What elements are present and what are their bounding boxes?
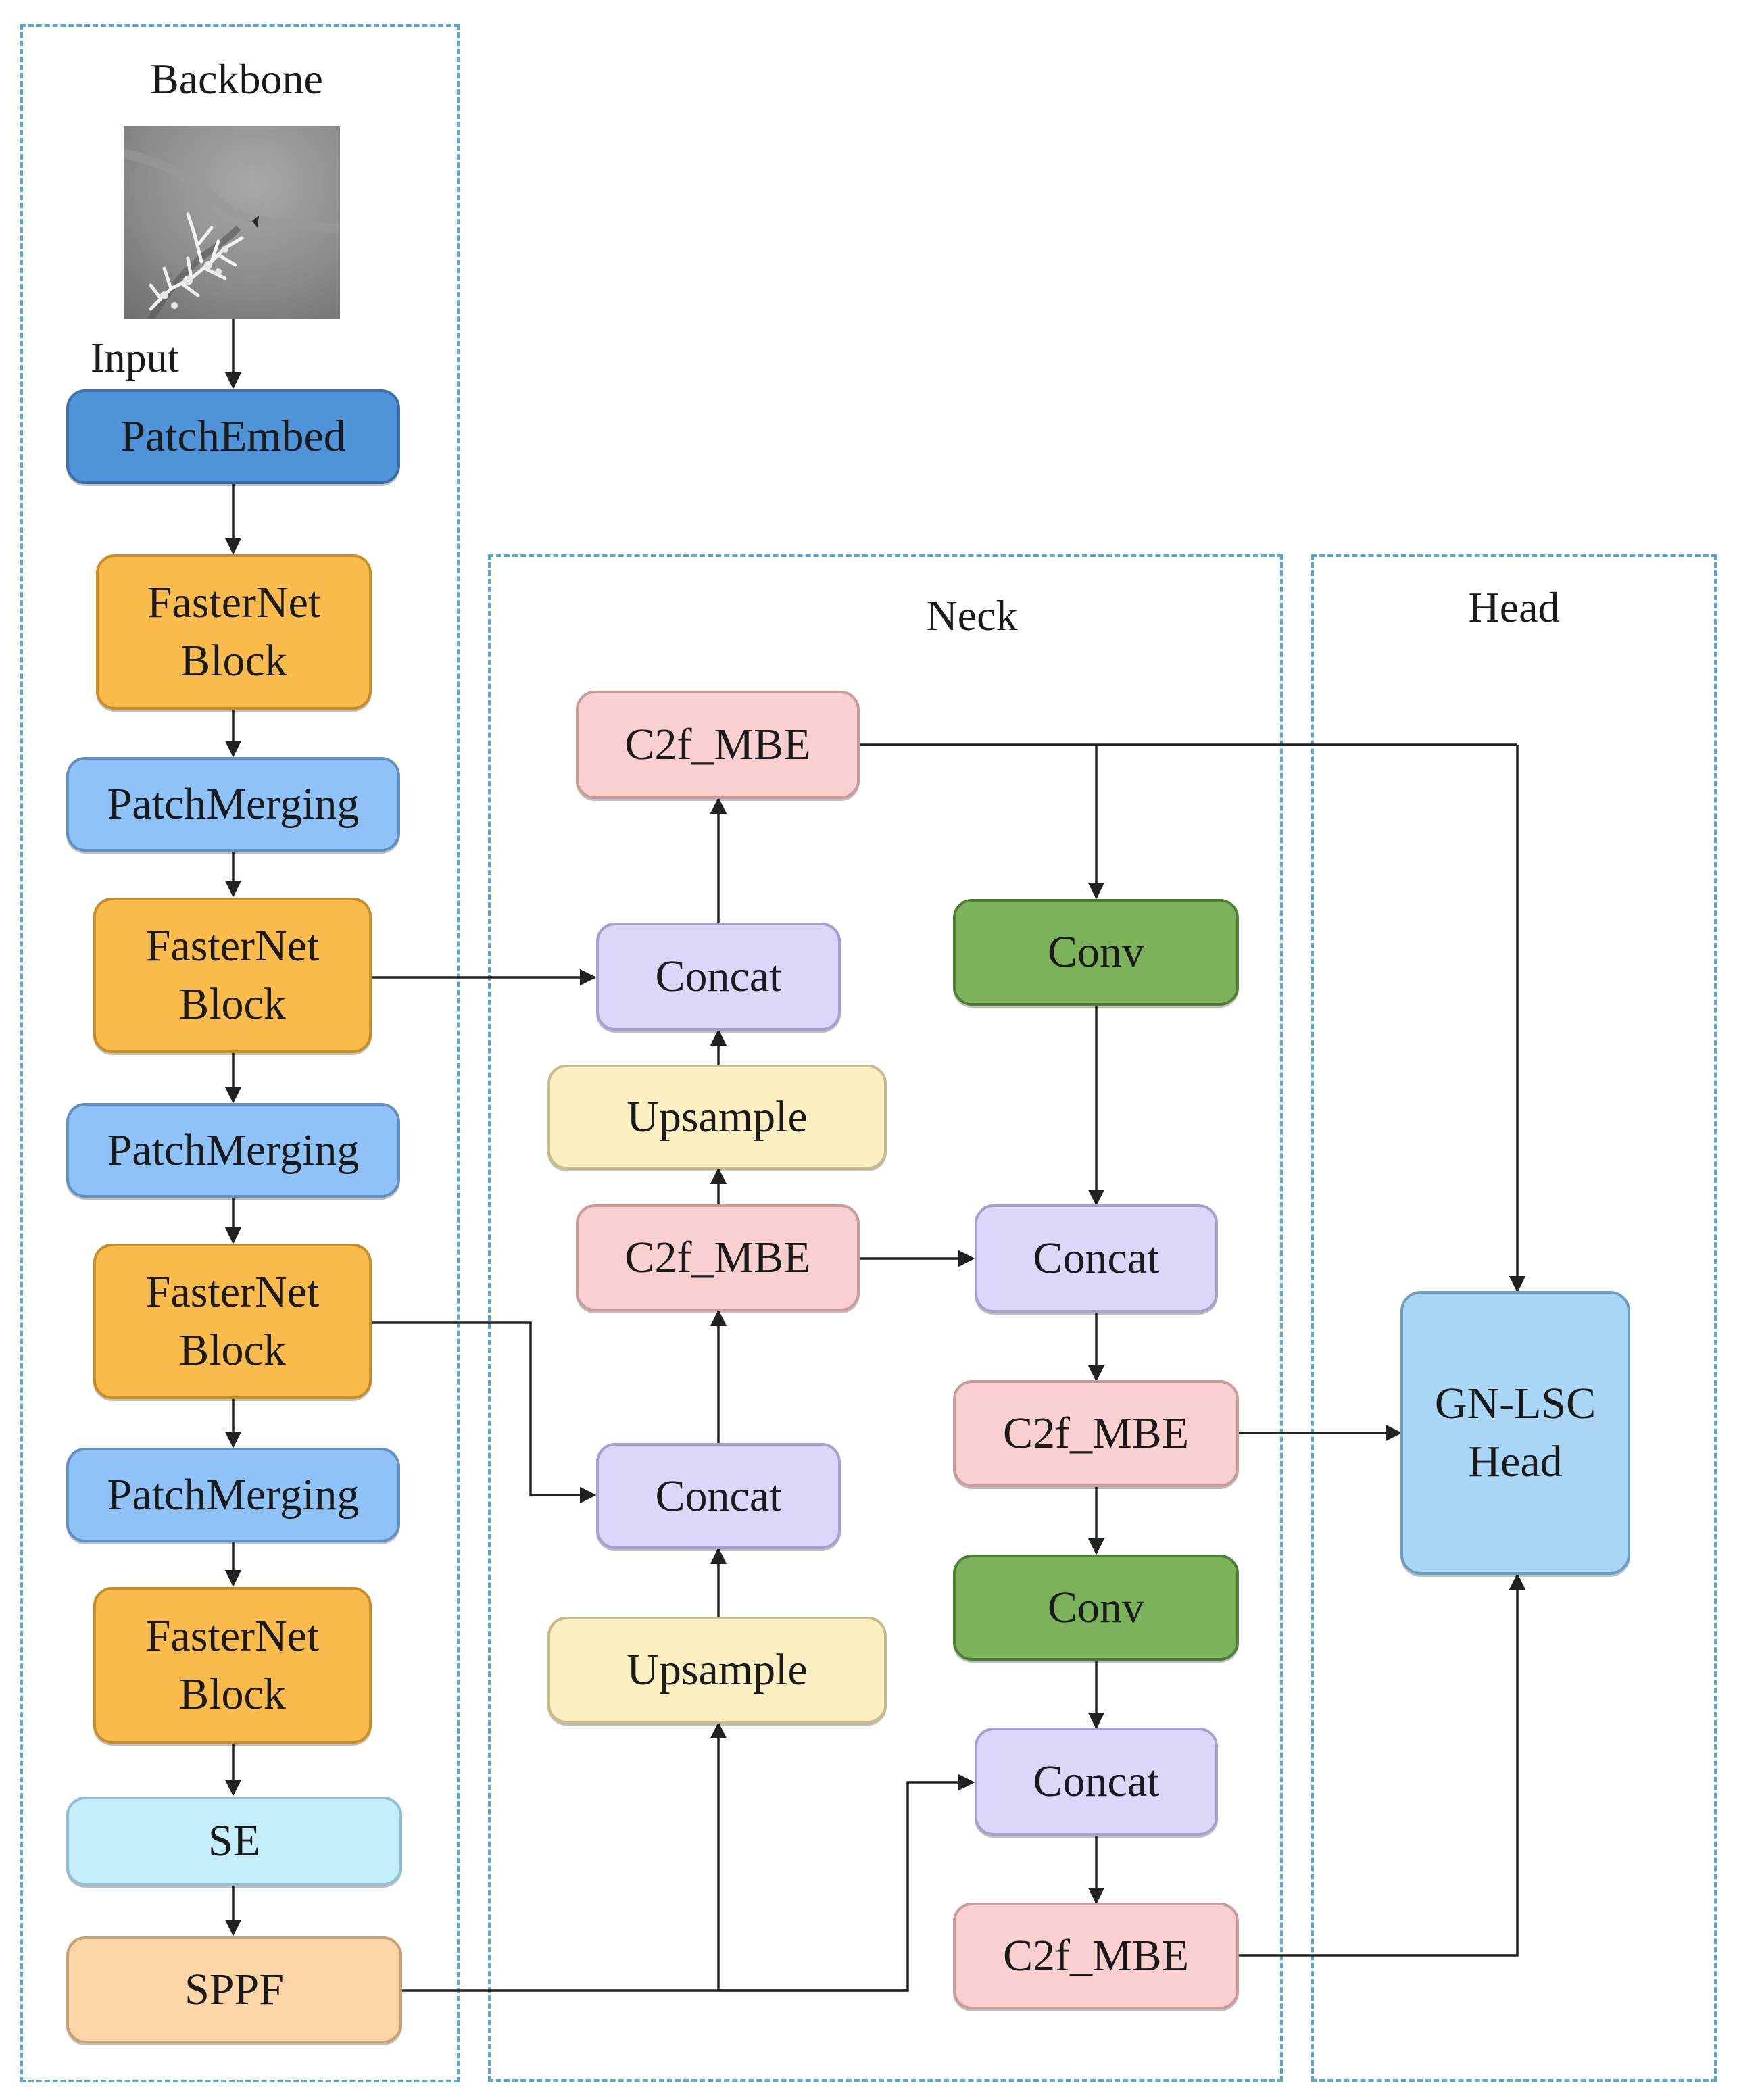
backbone-title: Backbone xyxy=(150,55,323,103)
patchmerging-block-2: PatchMerging xyxy=(66,1103,400,1198)
edge-sppf-concat4 xyxy=(718,1774,975,1992)
c2f-mbe-right-1: C2f_MBE xyxy=(953,1380,1239,1487)
fasternet-block-1: FasterNet Block xyxy=(96,554,372,710)
input-label: Input xyxy=(91,335,179,381)
patchembed-block: PatchEmbed xyxy=(66,389,400,484)
backbone-section xyxy=(20,24,460,2082)
head-section xyxy=(1311,554,1717,2082)
concat-block-2: Concat xyxy=(596,1443,841,1549)
conv-block-2: Conv xyxy=(953,1555,1239,1661)
upsample-block-1: Upsample xyxy=(547,1065,887,1169)
input-image xyxy=(124,126,340,319)
patchmerging-block-1: PatchMerging xyxy=(66,757,400,852)
concat-block-4: Concat xyxy=(975,1728,1218,1836)
fasternet-block-3: FasterNet Block xyxy=(93,1244,372,1399)
concat-block-3: Concat xyxy=(975,1204,1218,1313)
gn-lsc-head: GN-LSC Head xyxy=(1400,1291,1630,1575)
neck-title: Neck xyxy=(926,591,1018,639)
conv-block-1: Conv xyxy=(953,899,1239,1006)
edge-fasternet3-concat2 xyxy=(370,1321,597,1504)
sppf-block: SPPF xyxy=(66,1936,402,2043)
fasternet-block-2: FasterNet Block xyxy=(93,898,372,1053)
se-block: SE xyxy=(66,1797,402,1886)
edge-c2fright2-head xyxy=(1239,1573,1526,1957)
fasternet-block-4: FasterNet Block xyxy=(93,1587,372,1744)
patchmerging-block-3: PatchMerging xyxy=(66,1448,400,1542)
c2f-mbe-top: C2f_MBE xyxy=(576,691,860,799)
c2f-mbe-mid: C2f_MBE xyxy=(576,1204,860,1311)
head-title: Head xyxy=(1468,583,1560,631)
neck-section xyxy=(488,554,1283,2082)
upsample-block-2: Upsample xyxy=(547,1617,887,1724)
concat-block-1: Concat xyxy=(596,923,841,1031)
c2f-mbe-right-2: C2f_MBE xyxy=(953,1903,1239,2009)
